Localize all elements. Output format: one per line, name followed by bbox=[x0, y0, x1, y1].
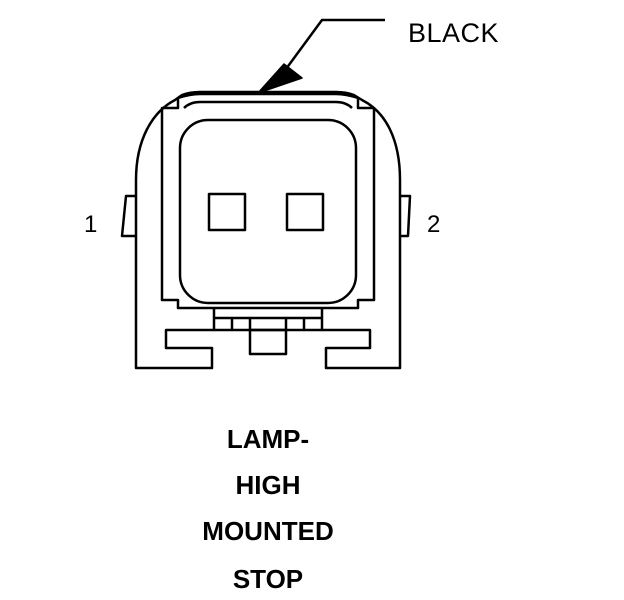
caption-line-3: MOUNTED bbox=[202, 516, 334, 546]
caption-line-2: HIGH bbox=[235, 470, 301, 500]
pin-number-1: 1 bbox=[84, 211, 98, 238]
connector-hood bbox=[183, 100, 353, 109]
connector-mating-face bbox=[178, 118, 358, 305]
caption-line-1: LAMP- bbox=[226, 424, 310, 454]
wire-color-label: BLACK bbox=[408, 18, 500, 48]
latch-tab-left bbox=[120, 194, 136, 238]
center-key bbox=[248, 328, 288, 356]
color-leader-arrow bbox=[257, 18, 385, 94]
pin-number-2: 2 bbox=[427, 211, 441, 238]
pin-cavity-1 bbox=[207, 192, 247, 232]
connector-mounting-base bbox=[134, 300, 402, 370]
pin-cavity-2 bbox=[285, 192, 325, 232]
connector-inner-frame bbox=[160, 92, 376, 310]
connector-housing-outline bbox=[134, 90, 402, 300]
locking-ribs bbox=[212, 308, 324, 330]
latch-tab-right bbox=[400, 194, 412, 238]
caption-line-4: STOP bbox=[232, 564, 304, 594]
